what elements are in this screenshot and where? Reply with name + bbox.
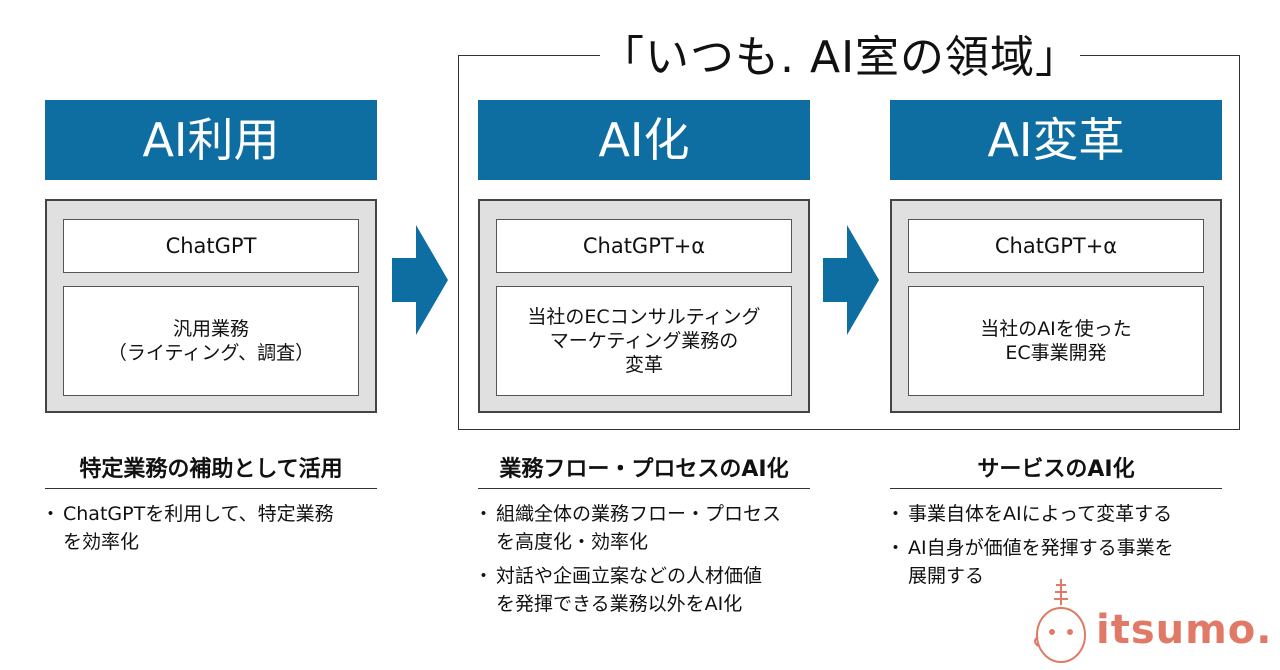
stage-panel-ai-ization: ChatGPT+α 当社のECコンサルティング マーケティング業務の 変革 — [478, 199, 810, 413]
bracket-title: 「いつも. AI室の領域」 — [600, 28, 1080, 88]
bullet-item: AI自身が価値を発揮する事業を 展開する — [886, 534, 1230, 590]
section-title-ai-transformation: サービスのAI化 — [890, 455, 1222, 489]
task-line: 汎用業務 — [172, 318, 249, 340]
tool-box: ChatGPT+α — [496, 219, 792, 273]
bullet-line: 組織全体の業務フロー・プロセス — [496, 503, 782, 525]
bullet-line: を高度化・効率化 — [496, 531, 649, 553]
right-arrow-icon — [823, 225, 879, 335]
stage-header-ai-transformation: AI変革 — [890, 100, 1222, 180]
task-line: 当社のAIを使った — [980, 318, 1132, 340]
task-line: （ライティング、調査） — [107, 342, 315, 364]
bullet-line: を効率化 — [63, 531, 140, 553]
itsumo-mascot-icon — [1034, 579, 1086, 663]
bullet-line: を発揮できる業務以外をAI化 — [496, 593, 743, 615]
task-line: マーケティング業務の — [549, 330, 739, 352]
stage-panel-ai-transformation: ChatGPT+α 当社のAIを使った EC事業開発 — [890, 199, 1222, 413]
stage-header-ai-use: AI利用 — [45, 100, 377, 180]
task-line: 変革 — [624, 354, 663, 376]
bullet-list-ai-transformation: 事業自体をAIによって変革する AI自身が価値を発揮する事業を 展開する — [886, 500, 1230, 596]
bullet-line: 事業自体をAIによって変革する — [908, 503, 1173, 525]
task-box: 当社のECコンサルティング マーケティング業務の 変革 — [496, 286, 792, 396]
task-line: EC事業開発 — [1005, 342, 1107, 364]
bullet-item: 対話や企画立案などの人材価値 を発揮できる業務以外をAI化 — [474, 562, 818, 618]
bullet-line: 展開する — [908, 565, 985, 587]
bullet-line: AI自身が価値を発揮する事業を — [908, 537, 1174, 559]
right-arrow-icon — [392, 225, 448, 335]
task-box: 汎用業務 （ライティング、調査） — [63, 286, 359, 396]
tool-box: ChatGPT+α — [908, 219, 1204, 273]
task-line: 当社のECコンサルティング — [527, 306, 761, 328]
bullet-line: 対話や企画立案などの人材価値 — [496, 565, 763, 587]
bullet-list-ai-use: ChatGPTを利用して、特定業務 を効率化 — [41, 500, 385, 562]
bullet-item: 組織全体の業務フロー・プロセス を高度化・効率化 — [474, 500, 818, 556]
stage-header-ai-ization: AI化 — [478, 100, 810, 180]
bullet-list-ai-ization: 組織全体の業務フロー・プロセス を高度化・効率化 対話や企画立案などの人材価値 … — [474, 500, 818, 624]
section-title-ai-use: 特定業務の補助として活用 — [45, 455, 377, 489]
itsumo-logo: itsumo. — [1096, 607, 1273, 653]
bullet-item: ChatGPTを利用して、特定業務 を効率化 — [41, 500, 385, 556]
stage-panel-ai-use: ChatGPT 汎用業務 （ライティング、調査） — [45, 199, 377, 413]
bullet-item: 事業自体をAIによって変革する — [886, 500, 1230, 528]
tool-box: ChatGPT — [63, 219, 359, 273]
task-box: 当社のAIを使った EC事業開発 — [908, 286, 1204, 396]
section-title-ai-ization: 業務フロー・プロセスのAI化 — [478, 455, 810, 489]
bullet-line: ChatGPTを利用して、特定業務 — [63, 503, 334, 525]
